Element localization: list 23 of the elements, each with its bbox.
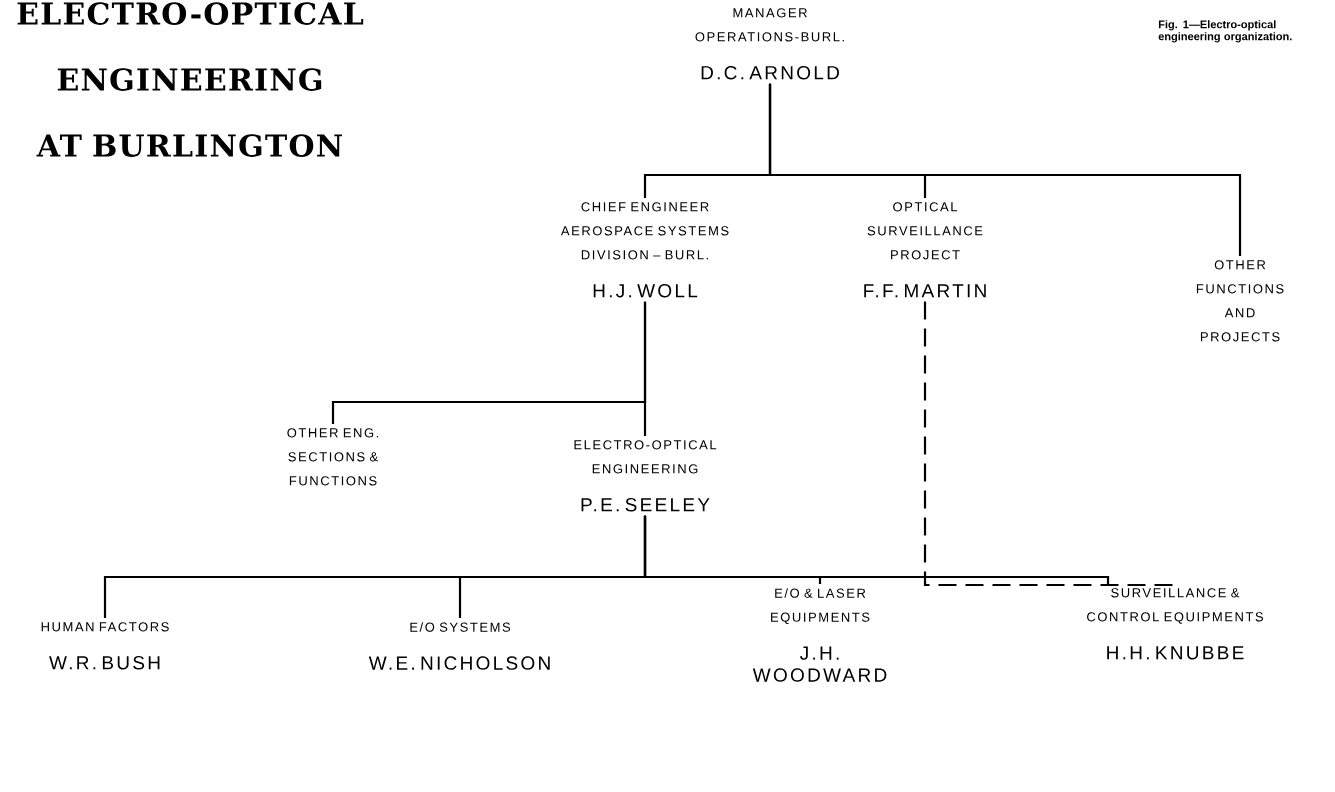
person-name: P.E. SEELEY [581,498,710,512]
role-title: OTHER ENG. SECTIONS & FUNCTIONS [287,428,379,486]
connector-line [768,83,1242,256]
role-title: MANAGER OPERATIONS-BURL. [695,8,844,42]
connector-line [643,301,647,436]
role-title: OPTICAL SURVEILLANCE PROJECT [867,202,983,260]
person-name: F.F. MARTIN [864,284,986,298]
role-title: CHIEF ENGINEER AEROSPACE SYSTEMS DIVISION – BURL. [560,202,729,260]
person-name: H.H. KNUBBE [1107,646,1244,660]
role-title: OTHER FUNCTIONS AND PROJECTS [1196,260,1284,342]
role-title: SURVEILLANCE & CONTROL EQUIPMENTS [1087,588,1264,624]
role-title: HUMAN FACTORS [41,622,169,632]
role-title: E/O SYSTEMS [410,622,511,632]
caption: Fig. 1—Electro-optical engineering organization. [1158,20,1292,43]
heading: ELECTRO-OPTICAL ENGINEERING AT BURLINGTON [17,2,364,157]
role-title: E/O & LASER EQUIPMENTS [771,588,870,625]
role-title: ELECTRO-OPTICAL ENGINEERING [574,440,717,474]
person-name: W.E. NICHOLSON [368,656,550,670]
person-name: H.J. WOLL [593,284,698,298]
person-name: J.H. WOODWARD [752,646,887,682]
connector-line [643,515,1110,584]
person-name: W.R. BUSH [49,656,160,670]
person-name: D.C. ARNOLD [701,66,839,80]
